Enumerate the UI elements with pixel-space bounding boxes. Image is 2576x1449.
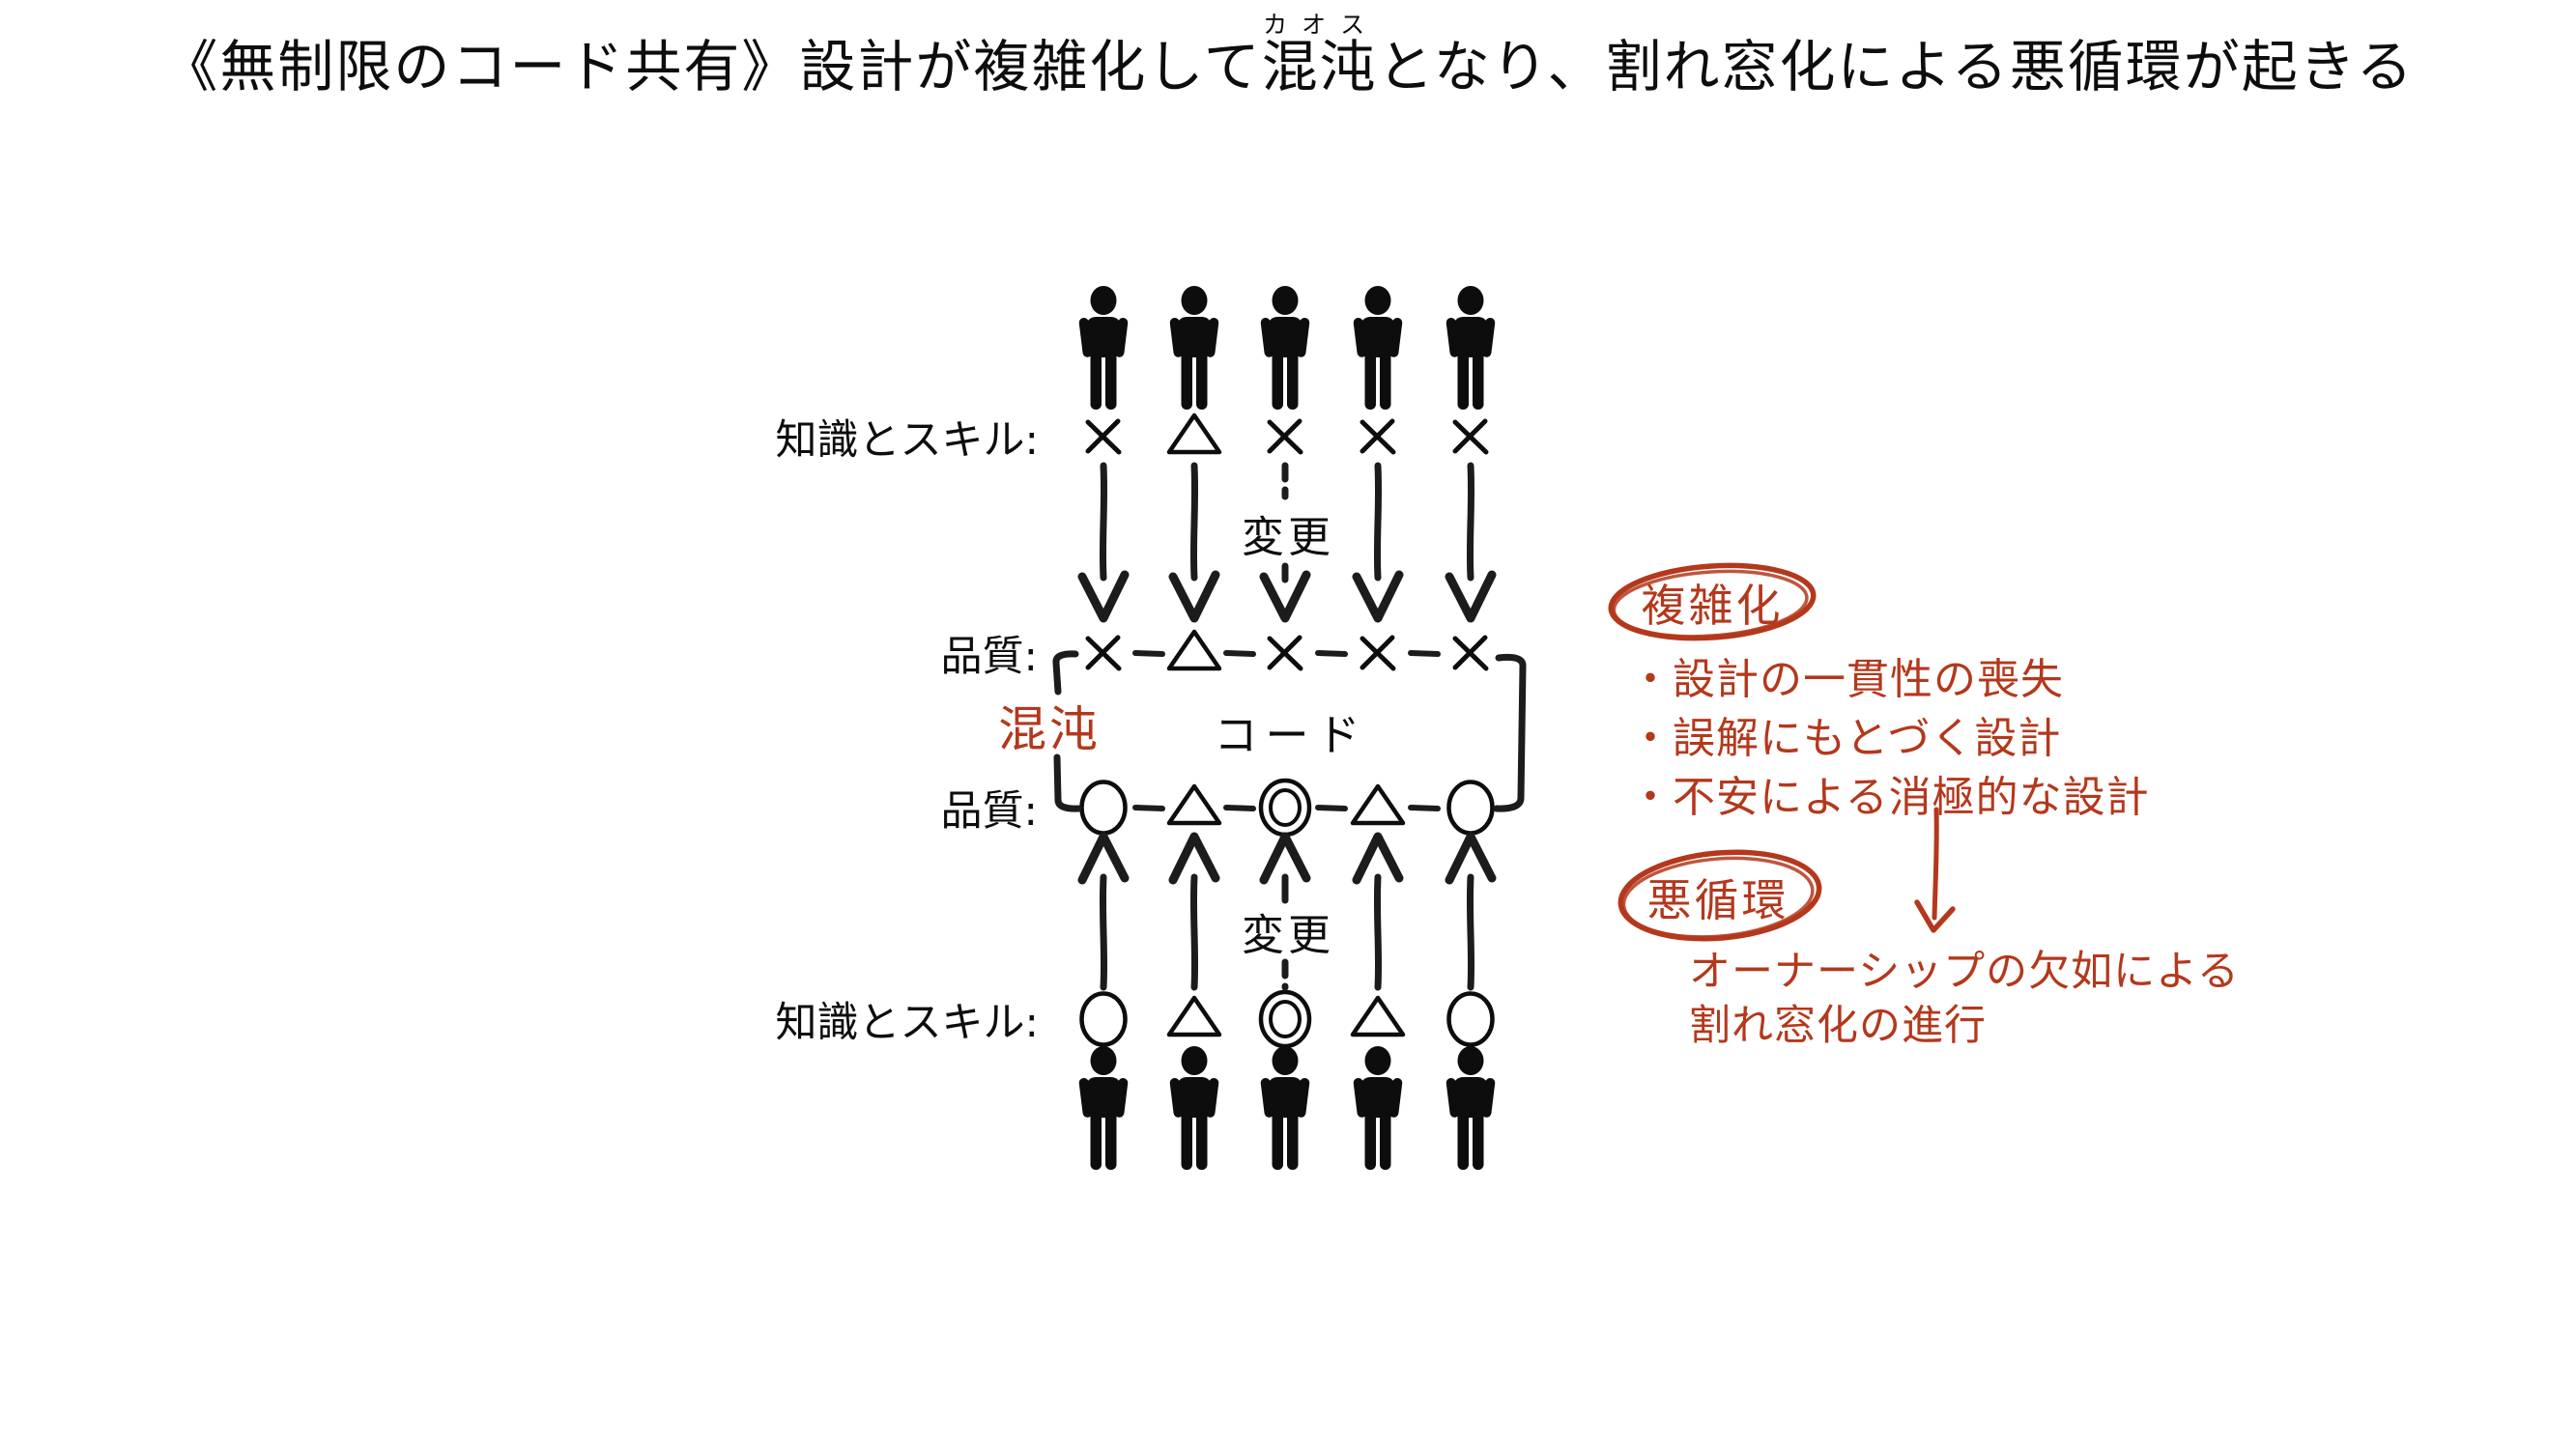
change-arrow-up bbox=[1445, 832, 1497, 991]
knowledge-bottom-double-circle-symbol bbox=[1258, 989, 1312, 1049]
page-title: 《無制限のコード共有》設計が複雑化して混沌カオスとなり、割れ窓化による悪循環が起… bbox=[0, 11, 2576, 102]
quality-top-x-symbol bbox=[1452, 635, 1489, 671]
quality-bottom-triangle-symbol bbox=[1350, 783, 1406, 826]
code-box-bracket-left bbox=[1052, 650, 1082, 812]
chaos-label: 混沌 bbox=[998, 701, 1101, 757]
person-icon-top bbox=[1353, 286, 1403, 410]
knowledge-top-x-symbol bbox=[1085, 418, 1122, 455]
knowledge-bottom-circle-symbol bbox=[1446, 991, 1495, 1047]
change-arrow-down bbox=[1168, 462, 1220, 623]
person-icon-bottom bbox=[1353, 1046, 1403, 1170]
person-icon-bottom bbox=[1260, 1046, 1310, 1170]
person-icon-top bbox=[1169, 286, 1219, 410]
change-arrow-down bbox=[1445, 462, 1497, 623]
change-arrow-up bbox=[1168, 832, 1220, 991]
knowledge-top-x-symbol bbox=[1452, 418, 1489, 455]
quality-bottom-triangle-symbol bbox=[1166, 783, 1222, 826]
quality-label-top: 品質: bbox=[940, 633, 1039, 681]
vicious-cycle-label: 悪循環 bbox=[1646, 874, 1789, 926]
knowledge-bottom-triangle-symbol bbox=[1166, 995, 1222, 1037]
quality-top-x-symbol bbox=[1360, 635, 1396, 671]
title-text-pre: 《無制限のコード共有》設計が複雑化して bbox=[161, 34, 1262, 99]
code-box-dashes-bottom bbox=[1132, 805, 1441, 811]
person-icon-bottom bbox=[1078, 1046, 1129, 1170]
quality-bottom-circle-symbol bbox=[1079, 780, 1128, 836]
knowledge-top-x-symbol bbox=[1360, 418, 1396, 455]
knowledge-skills-label-top: 知識とスキル: bbox=[775, 416, 1040, 465]
quality-bottom-double-circle-symbol bbox=[1258, 778, 1312, 838]
title-ruby: 混沌カオス bbox=[1261, 11, 1378, 99]
person-icon-top bbox=[1078, 286, 1129, 410]
red-down-arrow bbox=[1914, 807, 1956, 933]
change-arrow-down bbox=[1077, 462, 1130, 623]
knowledge-bottom-circle-symbol bbox=[1079, 991, 1128, 1047]
code-box-dashes-top bbox=[1132, 650, 1441, 657]
change-label-bottom: 変更 bbox=[1242, 911, 1334, 960]
person-icon-top bbox=[1260, 286, 1310, 410]
title-ruby-base: 混沌 bbox=[1261, 34, 1378, 99]
quality-label-bottom: 品質: bbox=[940, 787, 1039, 836]
change-arrow-up bbox=[1077, 832, 1130, 991]
knowledge-top-triangle-symbol bbox=[1166, 412, 1222, 455]
vicious-cycle-text-line1: オーナーシップの欠如による bbox=[1689, 948, 2240, 996]
quality-top-triangle-symbol bbox=[1166, 629, 1222, 671]
person-icon-bottom bbox=[1445, 1046, 1496, 1170]
title-text-post: となり、割れ窓化による悪循環が起きる bbox=[1377, 34, 2415, 99]
change-arrow-down bbox=[1259, 462, 1311, 623]
person-icon-top bbox=[1445, 286, 1496, 410]
complexity-label: 複雑化 bbox=[1641, 580, 1784, 632]
quality-bottom-circle-symbol bbox=[1446, 780, 1495, 836]
quality-top-x-symbol bbox=[1085, 635, 1122, 671]
code-label: コード bbox=[1214, 709, 1368, 761]
complexity-bullet-3: ・不安による消極的な設計 bbox=[1629, 773, 2150, 822]
complexity-bullet-1: ・設計の一貫性の喪失 bbox=[1629, 655, 2064, 704]
vicious-cycle-text: オーナーシップの欠如による 割れ窓化の進行 bbox=[1689, 945, 2240, 1053]
knowledge-top-x-symbol bbox=[1267, 418, 1303, 455]
vicious-cycle-ellipse bbox=[1617, 849, 1822, 942]
knowledge-bottom-triangle-symbol bbox=[1350, 995, 1406, 1037]
person-icon-bottom bbox=[1169, 1046, 1219, 1170]
vicious-cycle-text-line2: 割れ窓化の進行 bbox=[1689, 1002, 1987, 1050]
complexity-bullet-2: ・誤解にもとづく設計 bbox=[1629, 714, 2062, 763]
code-box-bracket-right bbox=[1493, 653, 1527, 812]
title-ruby-furigana: カオス bbox=[1261, 11, 1378, 39]
change-arrow-up bbox=[1259, 832, 1311, 991]
change-arrow-down bbox=[1352, 462, 1404, 623]
complexity-bullet-list: ・設計の一貫性の喪失 ・誤解にもとづく設計 ・不安による消極的な設計 bbox=[1629, 650, 2150, 827]
quality-top-x-symbol bbox=[1267, 635, 1303, 671]
knowledge-skills-label-bottom: 知識とスキル: bbox=[775, 999, 1040, 1047]
change-label-top: 変更 bbox=[1242, 513, 1334, 562]
complexity-ellipse bbox=[1608, 562, 1817, 641]
change-arrow-up bbox=[1352, 832, 1404, 991]
